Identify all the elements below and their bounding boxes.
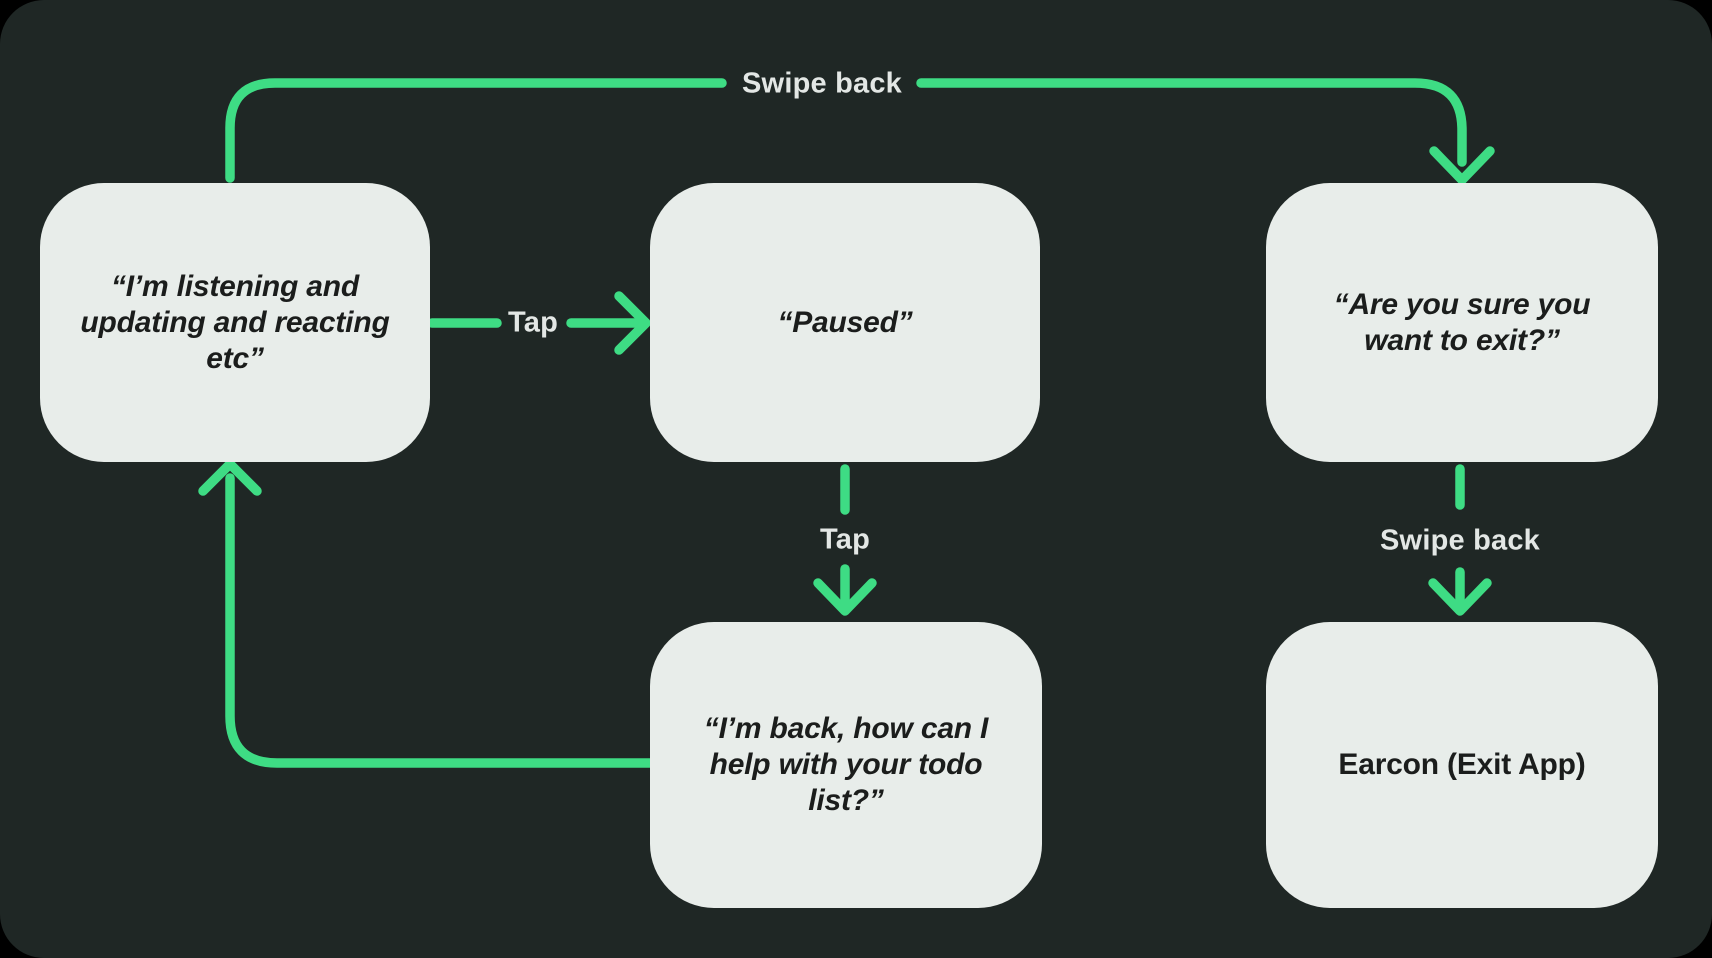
node-earcon-text: Earcon (Exit App): [1338, 748, 1586, 781]
node-paused-text: “Paused”: [777, 305, 913, 339]
node-back-todo-text: “I’m back, how can I help with your todo…: [703, 712, 989, 817]
edge-label-swipe-back-top: Swipe back: [742, 67, 902, 100]
node-earcon: Earcon (Exit App): [1266, 622, 1658, 908]
node-back-todo: “I’m back, how can I help with your todo…: [650, 622, 1042, 908]
arrow-tap-right: [427, 291, 651, 355]
edge-label-swipe-back-down: Swipe back: [1380, 524, 1540, 557]
node-listening-text: “I’m listening and updating and reacting…: [80, 269, 390, 375]
edge-label-tap-down: Tap: [819, 523, 871, 556]
arrow-swipe-back-top: [225, 78, 1495, 185]
node-exit-confirm-text: “Are you sure you want to exit?”: [1333, 287, 1591, 357]
arrow-swipe-back-down: [1428, 464, 1492, 616]
edge-label-tap-right: Tap: [507, 306, 559, 339]
arrow-loop-back: [198, 459, 655, 768]
arrow-tap-down: [813, 464, 877, 616]
node-listening: “I’m listening and updating and reacting…: [40, 183, 430, 462]
node-paused: “Paused”: [650, 183, 1040, 462]
node-exit-confirm: “Are you sure you want to exit?”: [1266, 183, 1658, 462]
